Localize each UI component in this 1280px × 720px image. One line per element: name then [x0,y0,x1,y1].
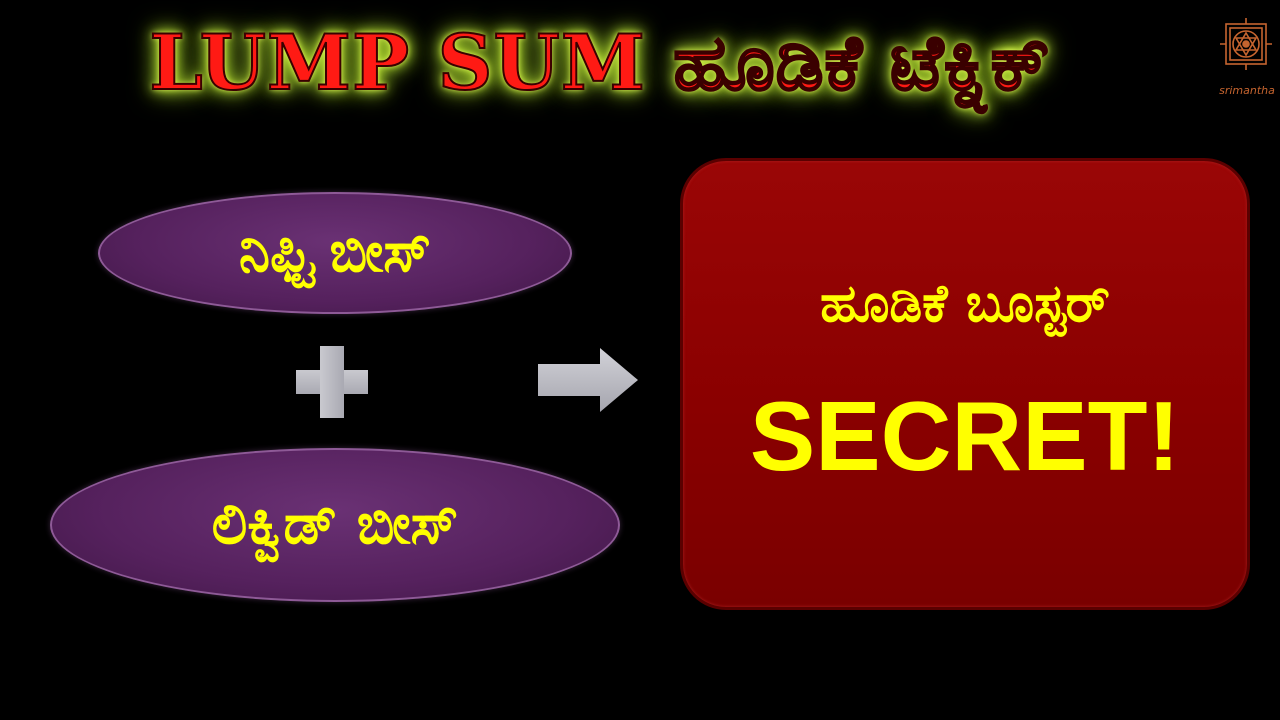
main-title: LUMP SUM ಹೂಡಿಕೆ ಟೆಕ್ನಿಕ್ [148,17,1051,108]
arrow-right-icon [538,348,638,412]
plus-icon [296,346,368,418]
booster-label: ಹೂಡಿಕೆ ಬೂಸ್ಟರ್ [820,274,1110,334]
logo-wordmark: srimantha [1219,84,1275,97]
liquid-bees-oval: ಲಿಕ್ವಿಡ್ ಬೀಸ್ [50,448,620,602]
nifty-bees-label: ನಿಫ್ಟಿ ಬೀಸ್ [238,220,432,285]
booster-secret-box: ಹೂಡಿಕೆ ಬೂಸ್ಟರ್ SECRET! [680,158,1250,610]
nifty-bees-oval: ನಿಫ್ಟಿ ಬೀಸ್ [98,192,572,314]
secret-label: SECRET! [749,381,1181,491]
srimantha-yantra-logo-icon [1220,18,1272,70]
liquid-bees-label: ಲಿಕ್ವಿಡ್ ಬೀಸ್ [211,492,459,557]
